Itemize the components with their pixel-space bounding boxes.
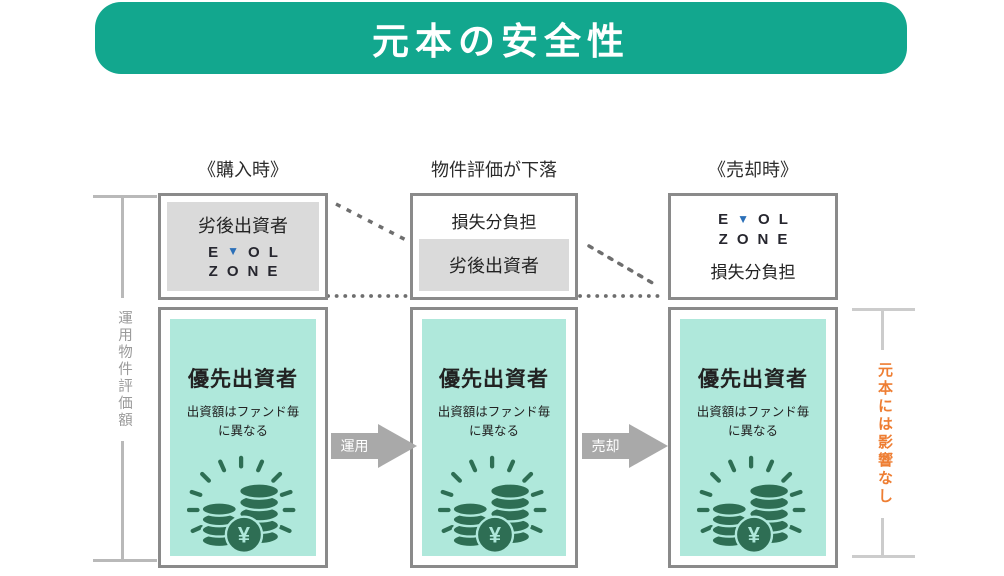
logo-line-1: E▼OL <box>718 210 797 230</box>
arrow-sell-label: 売却 <box>582 433 629 459</box>
left-bracket-top-cap <box>93 195 157 198</box>
arrow-right-icon <box>378 424 417 468</box>
right-axis-label: 元本には影響なし <box>868 350 901 518</box>
loss-share-label: 損失分負担 <box>451 213 537 232</box>
priority-box-drop: 優先出資者 出資額はファンド毎 に異なる <box>410 307 578 568</box>
priority-investor-label: 優先出資者 <box>439 368 549 391</box>
loss-share-label: 損失分負担 <box>710 262 796 282</box>
stage-header-purchase: 《購入時》 <box>198 160 288 180</box>
subordinated-box-sale: E▼OL ZONE 損失分負担 <box>668 193 838 300</box>
page-title: 元本の安全性 <box>372 21 630 62</box>
priority-panel: 優先出資者 出資額はファンド毎 に異なる <box>680 319 826 556</box>
logo-line-1: E▼OL <box>208 243 287 263</box>
logo-v-triangle-icon: ▼ <box>737 211 759 226</box>
priority-note: 出資額はファンド毎 に異なる <box>696 405 810 439</box>
yen-symbol: ¥ <box>238 523 251 548</box>
priority-investor-label: 優先出資者 <box>188 368 298 391</box>
subordinated-label: 劣後出資者 <box>419 239 569 291</box>
priority-investor-label: 優先出資者 <box>698 368 808 391</box>
yen-symbol: ¥ <box>748 523 761 548</box>
connector-diagonal-1 <box>335 202 409 243</box>
arrow-sell: 売却 <box>582 424 668 468</box>
arrow-right-icon <box>629 424 668 468</box>
logo-letter-e: E <box>208 243 228 261</box>
logo-line-2: ZONE <box>718 230 797 248</box>
stage-header-valuation-drop: 物件評価が下落 <box>431 160 557 180</box>
subordinated-label: 劣後出資者 <box>198 215 288 236</box>
priority-box-purchase: 優先出資者 出資額はファンド毎 に異なる <box>158 307 328 568</box>
coins-icon: ¥ <box>697 456 806 554</box>
logo-line-2: ZONE <box>208 263 287 280</box>
logo-letters-ol: OL <box>248 243 287 261</box>
logo-v-triangle-icon: ▼ <box>227 244 249 259</box>
yen-symbol: ¥ <box>489 523 502 548</box>
coins-icon: ¥ <box>438 456 547 554</box>
priority-note: 出資額はファンド毎 に異なる <box>186 405 300 439</box>
logo-letter-e: E <box>718 211 738 228</box>
title-banner: 元本の安全性 <box>95 2 907 74</box>
evol-zone-logo: E▼OL ZONE <box>208 243 278 282</box>
arrow-operate: 運用 <box>331 424 417 468</box>
left-axis-label: 運用物件評価額 <box>108 298 141 441</box>
coins-icon: ¥ <box>187 456 296 554</box>
logo-letters-ol: OL <box>758 211 797 228</box>
stage-header-sale: 《売却時》 <box>708 160 798 180</box>
evol-zone-logo: E▼OL ZONE <box>677 210 829 249</box>
connector-diagonal-2 <box>587 244 658 287</box>
arrow-operate-label: 運用 <box>331 433 378 459</box>
subordinated-box-drop: 損失分負担 劣後出資者 <box>410 193 578 300</box>
left-bracket-bottom-cap <box>93 559 157 562</box>
priority-box-sale: 優先出資者 出資額はファンド毎 に異なる <box>668 307 838 568</box>
right-bracket-bottom-cap <box>852 555 915 558</box>
priority-panel: 優先出資者 出資額はファンド毎 に異なる <box>170 319 316 556</box>
subordinated-panel: 劣後出資者 E▼OL ZONE <box>167 202 319 291</box>
subordinated-box-purchase: 劣後出資者 E▼OL ZONE <box>158 193 328 300</box>
priority-panel: 優先出資者 出資額はファンド毎 に異なる <box>422 319 566 556</box>
priority-note: 出資額はファンド毎 に異なる <box>437 405 551 439</box>
